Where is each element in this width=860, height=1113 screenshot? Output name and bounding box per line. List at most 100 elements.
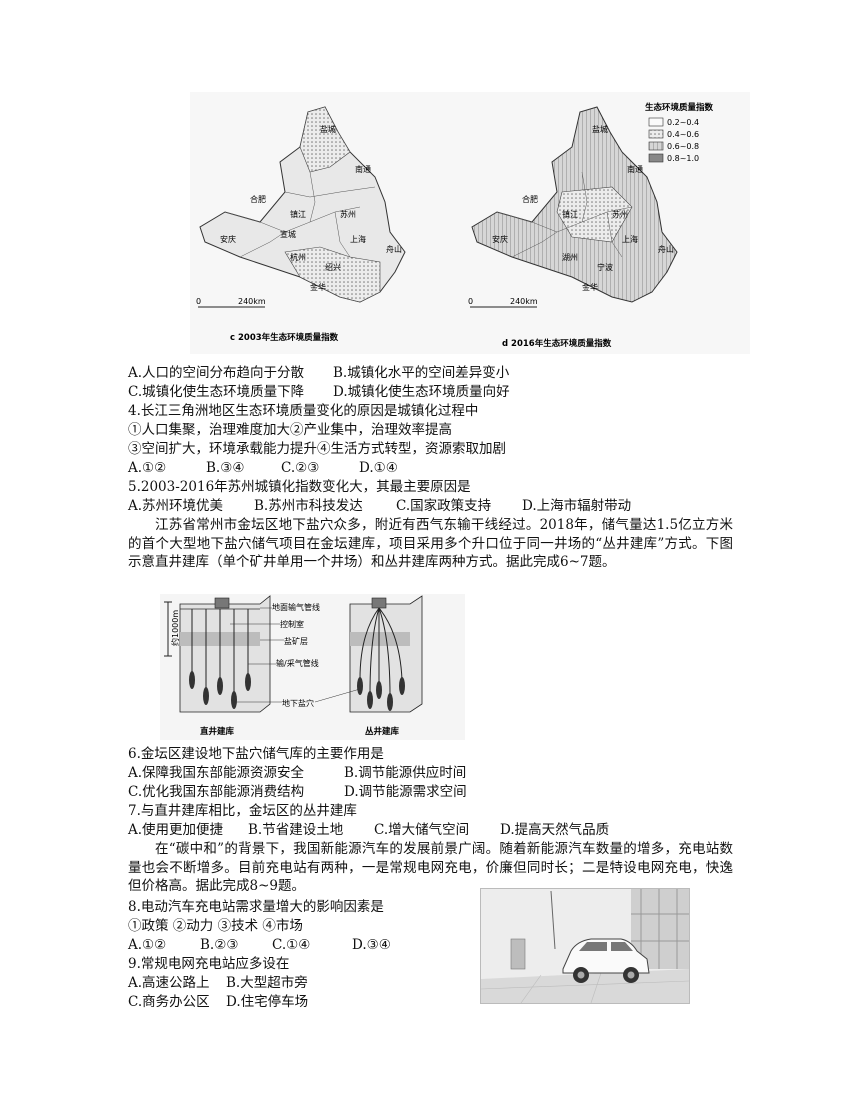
svg-text:湖州: 湖州 <box>562 253 578 262</box>
q3-option-b[interactable]: B.城镇化水平的空间差异变小 <box>333 365 510 381</box>
q9-options-row1: A.高速公路上 B.大型超市旁 <box>128 974 308 992</box>
svg-text:金华: 金华 <box>310 282 326 292</box>
q8-options: A.①② B.②③ C.①④ D.③④ <box>128 936 391 954</box>
q8-option-c[interactable]: C.①④ <box>272 937 311 953</box>
map-c-caption: c 2003年生态环境质量指数 <box>230 332 339 343</box>
map-d-caption: d 2016年生态环境质量指数 <box>502 338 612 349</box>
svg-text:0.8~1.0: 0.8~1.0 <box>667 154 699 163</box>
q8-stem: 8.电动汽车充电站需求量增大的影响因素是 <box>128 899 384 915</box>
q6-stem: 6.金坛区建设地下盐穴储气库的主要作用是 <box>128 746 384 762</box>
q6-option-c[interactable]: C.优化我国东部能源消费结构 <box>128 784 305 800</box>
svg-text:南通: 南通 <box>627 164 643 174</box>
q7-option-c[interactable]: C.增大储气空间 <box>374 822 470 838</box>
q5-option-d[interactable]: D.上海市辐射带动 <box>522 498 632 514</box>
q9-stem: 9.常规电网充电站应多设在 <box>128 956 290 972</box>
q8-option-a[interactable]: A.①② <box>128 937 167 953</box>
svg-text:上海: 上海 <box>622 234 638 244</box>
svg-text:宣城: 宣城 <box>280 229 296 239</box>
q4-option-d[interactable]: D.①④ <box>359 460 398 476</box>
svg-text:舟山: 舟山 <box>658 244 674 254</box>
svg-text:0.6~0.8: 0.6~0.8 <box>667 142 699 151</box>
q5-stem: 5.2003-2016年苏州城镇化指数变化大，其最主要原因是 <box>128 479 471 495</box>
q9-option-a[interactable]: A.高速公路上 <box>128 975 210 991</box>
salt-cavern-diagram: 约1000m 地面输气管线 <box>160 594 465 740</box>
passage-charging: 在“碳中和”的背景下，我国新能源汽车的发展前景广阔。随着新能源汽车数量的增多，充… <box>128 841 733 894</box>
svg-text:苏州: 苏州 <box>612 209 628 219</box>
svg-text:上海: 上海 <box>350 234 366 244</box>
svg-text:镇江: 镇江 <box>562 209 578 219</box>
depth-label: 约1000m <box>170 610 180 646</box>
svg-text:苏州: 苏州 <box>340 209 356 219</box>
q4-statement-2: ③空间扩大，环境承载能力提升④生活方式转型，资源索取加剧 <box>128 441 506 457</box>
q9-option-d[interactable]: D.住宅停车场 <box>226 994 309 1010</box>
map-legend: 生态环境质量指数 0.2~0.4 0.4~0.6 0.6~0.8 0.8~1.0 <box>645 102 714 163</box>
q4-stem: 4.长江三角洲地区生态环境质量变化的原因是城镇化过程中 <box>128 403 479 419</box>
svg-text:0: 0 <box>468 297 473 306</box>
q9-option-b[interactable]: B.大型超市旁 <box>226 975 308 991</box>
q8-option-d[interactable]: D.③④ <box>352 937 391 953</box>
q9-options-row2: C.商务办公区 D.住宅停车场 <box>128 993 308 1011</box>
svg-text:地下盐穴: 地下盐穴 <box>282 698 314 708</box>
q6-option-a[interactable]: A.保障我国东部能源资源安全 <box>128 765 305 781</box>
q7-option-d[interactable]: D.提高天然气品质 <box>500 822 610 838</box>
q6-option-b[interactable]: B.调节能源供应时间 <box>344 765 467 781</box>
svg-text:盐矿层: 盐矿层 <box>284 636 308 646</box>
q6-option-d[interactable]: D.调节能源需求空间 <box>344 784 467 800</box>
q3-option-a[interactable]: A.人口的空间分布趋向于分散 <box>128 365 305 381</box>
q5-option-b[interactable]: B.苏州市科技发达 <box>254 498 363 514</box>
svg-text:宁波: 宁波 <box>597 262 613 272</box>
charging-photo-svg <box>480 889 690 1004</box>
svg-text:生态环境质量指数: 生态环境质量指数 <box>645 102 714 113</box>
svg-text:金华: 金华 <box>582 282 598 292</box>
svg-text:合肥: 合肥 <box>522 194 538 204</box>
q8-statements: ①政策 ②动力 ③技术 ④市场 <box>128 918 303 934</box>
svg-text:镇江: 镇江 <box>290 209 306 219</box>
svg-text:南通: 南通 <box>355 164 371 174</box>
q5-option-a[interactable]: A.苏州环境优美 <box>128 498 224 514</box>
q4-statement-1: ①人口集聚，治理难度加大②产业集中，治理效率提高 <box>128 422 452 438</box>
q3-option-d[interactable]: D.城镇化使生态环境质量向好 <box>333 384 510 400</box>
charging-photo <box>480 888 690 1004</box>
svg-text:盐城: 盐城 <box>320 124 336 134</box>
q7-options: A.使用更加便捷 B.节省建设土地 C.增大储气空间 D.提高天然气品质 <box>128 821 609 839</box>
svg-text:安庆: 安庆 <box>220 234 236 244</box>
map-figure-svg: 盐城 南通 合肥 镇江 苏州 上海 宣城 安庆 杭州 绍兴 金华 舟山 0 24… <box>196 102 714 349</box>
q3-options-row2: C.城镇化使生态环境质量下降 D.城镇化使生态环境质量向好 <box>128 383 510 401</box>
salt-cavern-svg: 约1000m 地面输气管线 <box>164 595 423 737</box>
svg-text:输/采气管线: 输/采气管线 <box>276 658 319 668</box>
svg-text:0.4~0.6: 0.4~0.6 <box>667 130 699 139</box>
left-caption: 直井建库 <box>200 726 235 737</box>
svg-text:合肥: 合肥 <box>250 194 266 204</box>
svg-text:杭州: 杭州 <box>290 252 306 262</box>
svg-text:0.2~0.4: 0.2~0.4 <box>667 118 699 127</box>
q5-options: A.苏州环境优美 B.苏州市科技发达 C.国家政策支持 D.上海市辐射带动 <box>128 497 631 515</box>
svg-text:绍兴: 绍兴 <box>325 262 341 272</box>
svg-text:地面输气管线: 地面输气管线 <box>272 602 320 612</box>
svg-text:舟山: 舟山 <box>386 244 402 254</box>
q4-options: A.①② B.③④ C.②③ D.①④ <box>128 459 398 477</box>
svg-text:控制室: 控制室 <box>280 619 304 629</box>
q7-stem: 7.与直井建库相比，金坛区的丛井建库 <box>128 803 357 819</box>
q8-option-b[interactable]: B.②③ <box>200 937 239 953</box>
svg-text:盐城: 盐城 <box>592 124 608 134</box>
q3-option-c[interactable]: C.城镇化使生态环境质量下降 <box>128 384 305 400</box>
q3-options-row1: A.人口的空间分布趋向于分散 B.城镇化水平的空间差异变小 <box>128 364 509 382</box>
q4-option-b[interactable]: B.③④ <box>206 460 245 476</box>
q6-options-row1: A.保障我国东部能源资源安全 B.调节能源供应时间 <box>128 764 466 782</box>
passage-gas-storage: 江苏省常州市金坛区地下盐穴众多，附近有西气东输干线经过。2018年，储气量达1.… <box>128 517 733 570</box>
q5-option-c[interactable]: C.国家政策支持 <box>396 498 492 514</box>
q7-option-b[interactable]: B.节省建设土地 <box>248 822 344 838</box>
svg-text:240km: 240km <box>238 297 266 306</box>
map-c-region-south <box>284 246 381 303</box>
q4-option-c[interactable]: C.②③ <box>281 460 320 476</box>
map-c-region-north <box>299 106 351 173</box>
q9-option-c[interactable]: C.商务办公区 <box>128 994 210 1010</box>
q7-option-a[interactable]: A.使用更加便捷 <box>128 822 224 838</box>
q4-option-a[interactable]: A.①② <box>128 460 167 476</box>
svg-text:安庆: 安庆 <box>492 234 508 244</box>
q6-options-row2: C.优化我国东部能源消费结构 D.调节能源需求空间 <box>128 783 467 801</box>
map-figure: 盐城 南通 合肥 镇江 苏州 上海 宣城 安庆 杭州 绍兴 金华 舟山 0 24… <box>190 92 750 354</box>
svg-text:0: 0 <box>196 297 201 306</box>
svg-text:240km: 240km <box>510 297 538 306</box>
right-caption: 丛井建库 <box>365 726 400 737</box>
